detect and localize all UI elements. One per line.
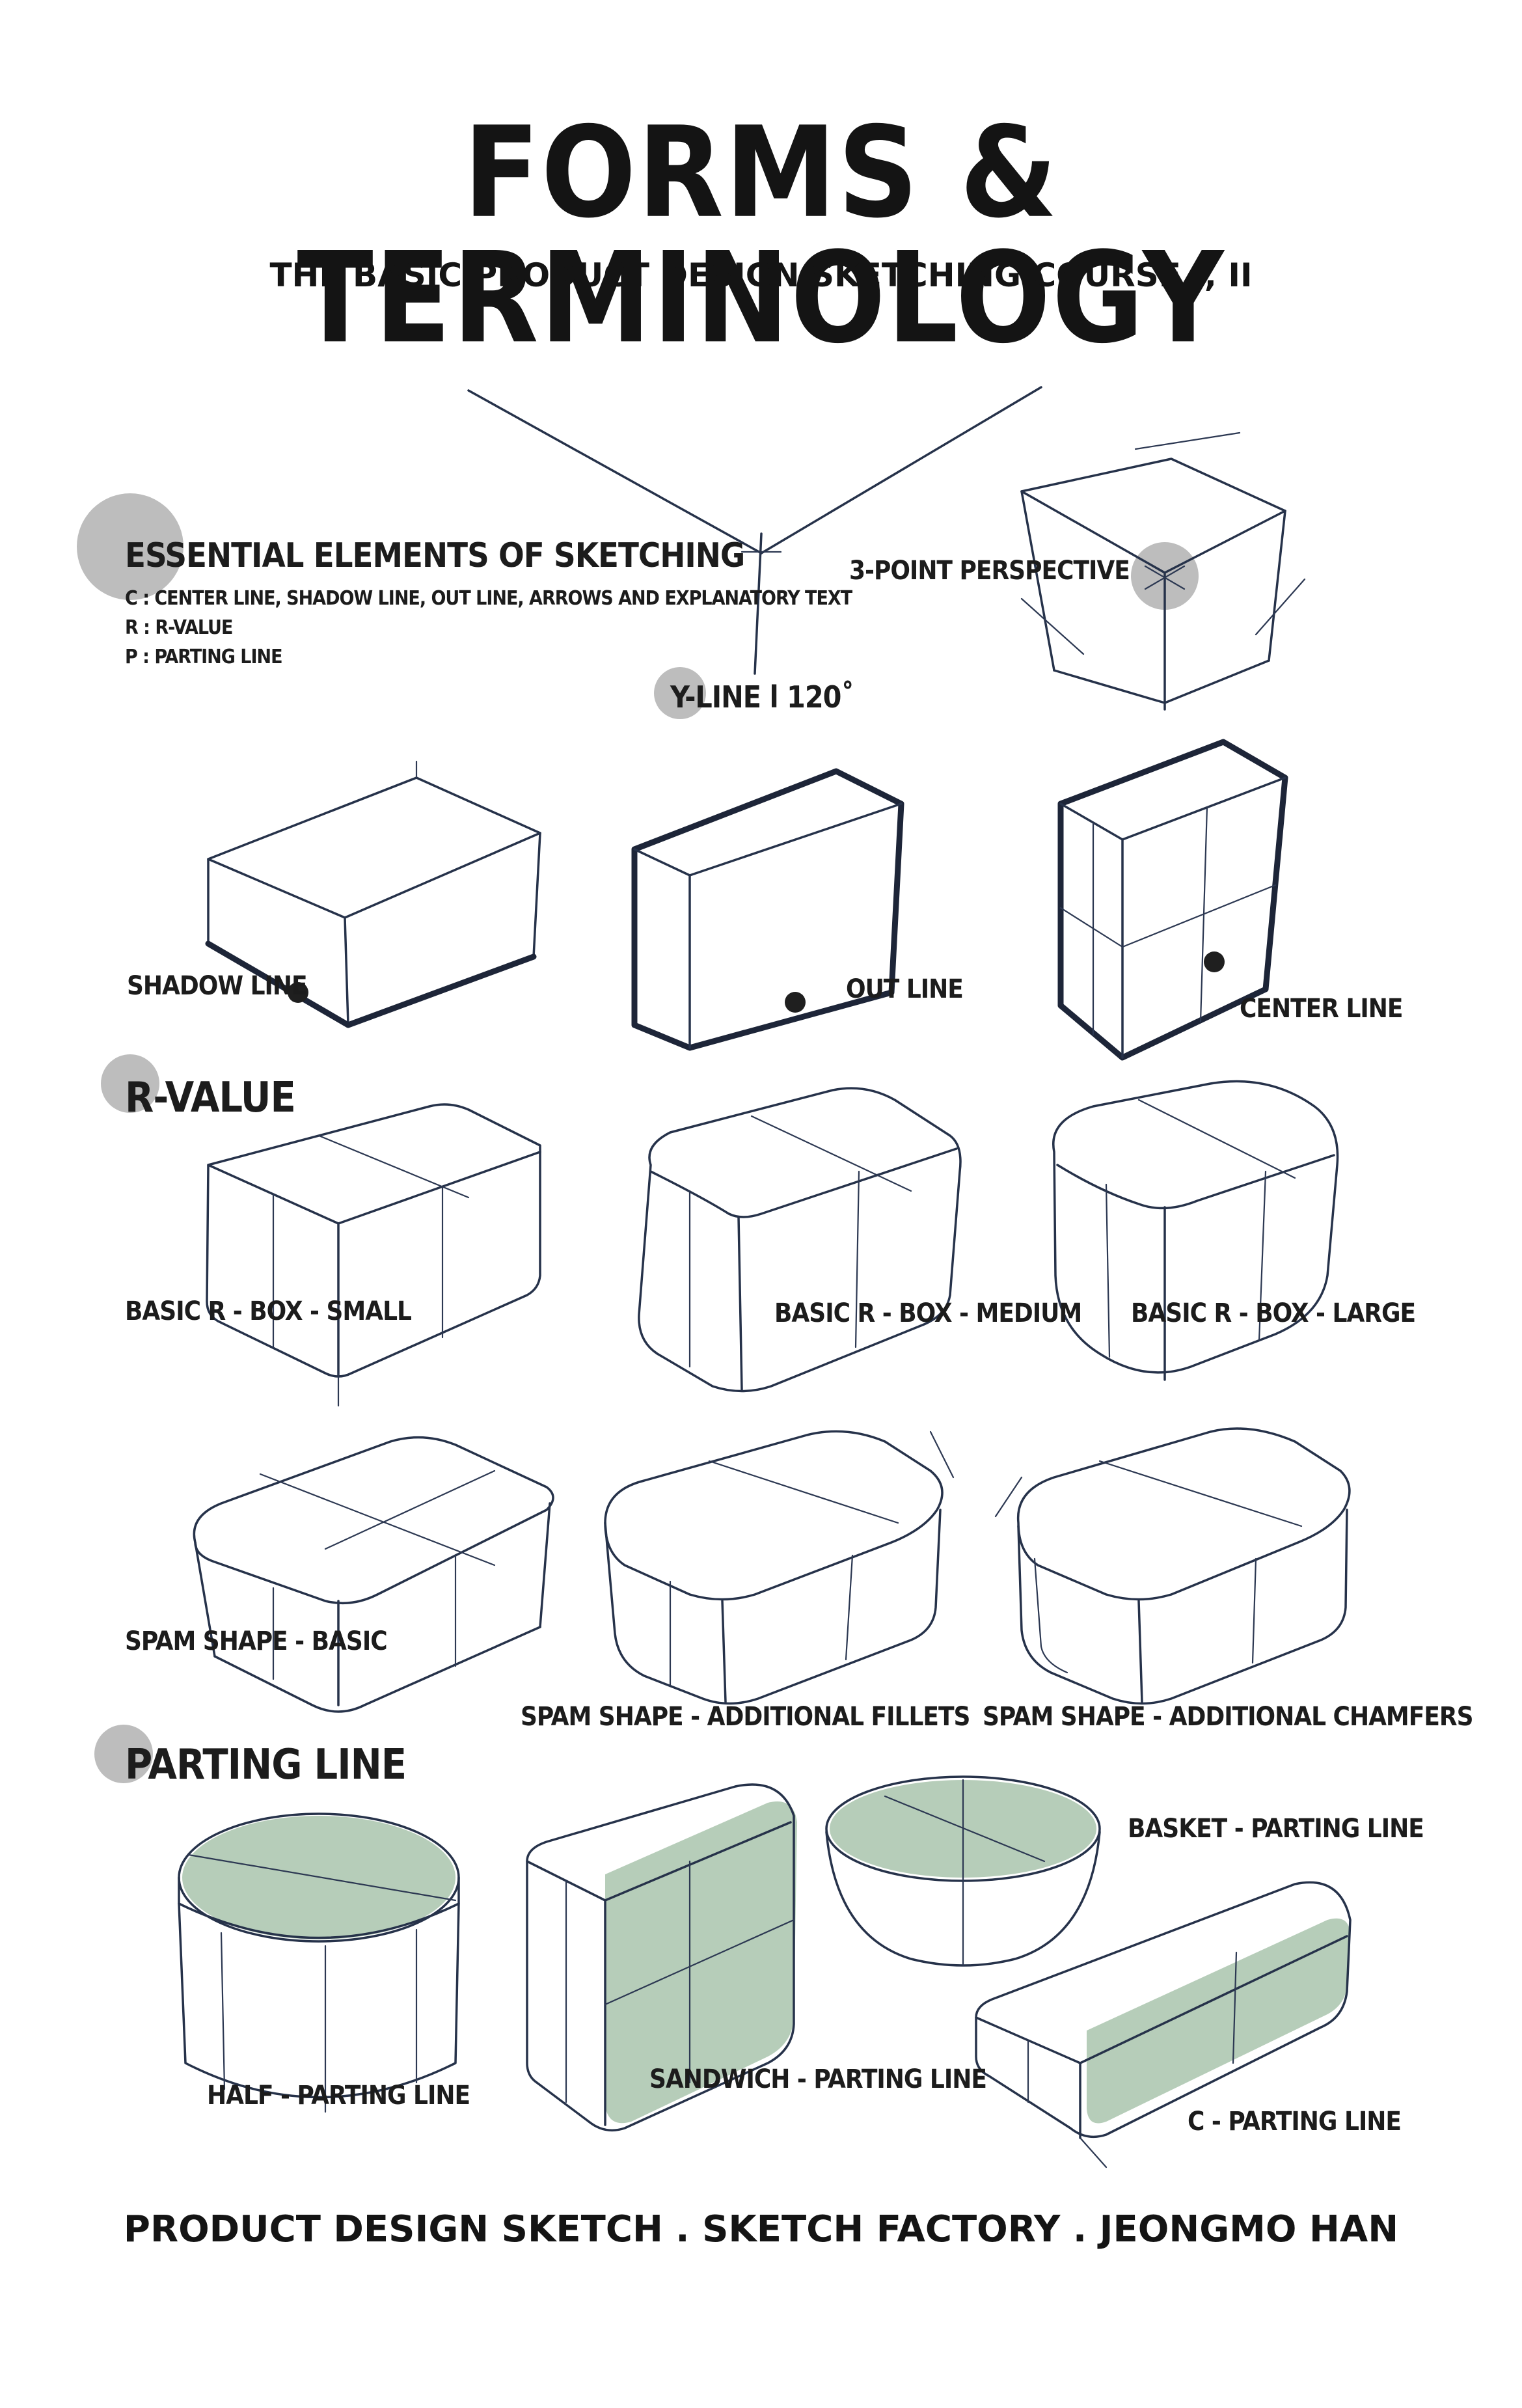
- r-box-medium-label: BASIC R - BOX - MEDIUM: [774, 1298, 1082, 1328]
- page-subtitle: THE BASIC PRODUCT DESIGN SKETCHING COURS…: [269, 256, 1253, 294]
- r-box-small-label: BASIC R - BOX - SMALL: [125, 1296, 412, 1326]
- out-line-label: OUT LINE: [846, 974, 964, 1004]
- center-line-box-sketch: [1057, 739, 1288, 1061]
- spam-chamfers-label: SPAM SHAPE - ADDITIONAL CHAMFERS: [983, 1702, 1474, 1732]
- parting-line-title: PARTING LINE: [125, 1741, 407, 1789]
- r-box-medium-sketch: [638, 1087, 962, 1393]
- sandwich-parting-line-label: SANDWICH - PARTING LINE: [649, 2064, 987, 2094]
- half-parting-line-sketch: [178, 1813, 460, 2113]
- c-parting-line-label: C - PARTING LINE: [1188, 2107, 1402, 2137]
- spam-shape-chamfers-sketch: [994, 1427, 1351, 1705]
- three-point-perspective-sketch: [1020, 431, 1306, 711]
- essentials-title: ESSENTIAL ELEMENTS OF SKETCHING: [125, 536, 745, 575]
- y-line-sketch: [467, 386, 1042, 675]
- r-box-large-label: BASIC R - BOX - LARGE: [1131, 1298, 1416, 1328]
- essentials-line-c: C : CENTER LINE, SHADOW LINE, OUT LINE, …: [125, 587, 852, 610]
- page-title: FORMS & TERMINOLOGY: [297, 99, 1225, 372]
- essentials-line-r: R : R-VALUE: [125, 616, 233, 639]
- section-marker-y-line: [654, 667, 706, 719]
- y-line-label: Y-LINE l 120˚: [670, 679, 854, 715]
- basket-parting-line-sketch: [825, 1775, 1101, 1967]
- half-parting-line-label: HALF - PARTING LINE: [207, 2081, 470, 2111]
- shadow-line-box-sketch: [205, 760, 541, 1028]
- section-marker-r-value: [101, 1054, 159, 1113]
- r-value-title: R-VALUE: [125, 1074, 296, 1122]
- c-parting-line-sketch: [975, 1881, 1352, 2169]
- spam-shape-fillets-sketch: [604, 1430, 955, 1705]
- out-line-box-sketch: [631, 768, 904, 1051]
- three-point-perspective-label: 3-POINT PERSPECTIVE: [849, 556, 1130, 586]
- basket-parting-line-label: BASKET - PARTING LINE: [1128, 1814, 1424, 1844]
- section-marker-essentials: [77, 493, 183, 600]
- spam-shape-basic-sketch: [193, 1436, 554, 1713]
- spam-basic-label: SPAM SHAPE - BASIC: [125, 1626, 388, 1656]
- shadow-line-label: SHADOW LINE: [127, 971, 308, 1001]
- r-box-large-sketch: [1052, 1080, 1339, 1381]
- r-box-small-sketch: [206, 1103, 541, 1407]
- spam-fillets-label: SPAM SHAPE - ADDITIONAL FILLETS: [521, 1702, 970, 1732]
- section-marker-parting-line: [94, 1725, 153, 1783]
- center-line-label: CENTER LINE: [1240, 994, 1404, 1024]
- page-footer: PRODUCT DESIGN SKETCH . SKETCH FACTORY .…: [123, 2208, 1399, 2251]
- essentials-line-p: P : PARTING LINE: [125, 646, 283, 668]
- sandwich-parting-line-sketch: [526, 1783, 797, 2132]
